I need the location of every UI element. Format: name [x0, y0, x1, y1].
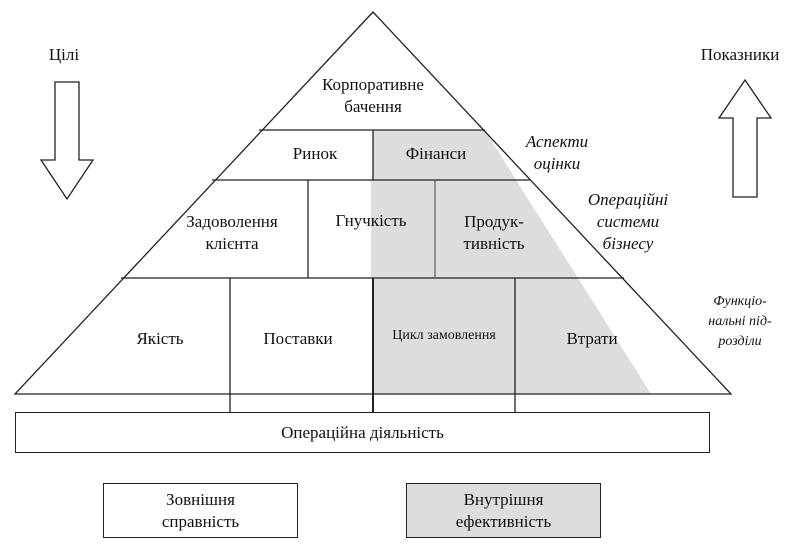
text-line: Аспекти [525, 132, 589, 151]
order-cycle-cell: Цикл замовлення [392, 328, 496, 343]
text-line: тивність [463, 234, 525, 253]
corporate-vision: Корпоративне бачення [322, 74, 424, 118]
text-line: ефективність [455, 511, 552, 531]
units-label: Функціо-нальні під-розділи [708, 292, 771, 352]
text-line: Внутрішня [463, 489, 544, 509]
text-line: справність [161, 511, 240, 531]
aspects-label: Аспекти оцінки [526, 131, 588, 175]
text-line: розділи [718, 334, 762, 349]
customer-satisfaction-cell: Задоволення клієнта [186, 211, 277, 255]
text-line: Задоволення [186, 212, 278, 231]
text-line: клієнта [205, 234, 259, 253]
text-line: Операційні [587, 190, 669, 209]
goals-label: Цілі [48, 45, 80, 64]
systems-label: Операційні системи бізнесу [588, 189, 668, 255]
productivity-cell: Продук-тивність [463, 211, 524, 255]
text-line: бачення [344, 97, 402, 116]
text-line: Продук- [464, 212, 524, 231]
text-line: Функціо- [713, 294, 767, 309]
market-cell: Ринок [292, 144, 338, 163]
shaded-row3 [373, 278, 651, 394]
text-line: нальні під- [708, 314, 772, 329]
indicators-label: Показники [700, 45, 780, 64]
arrow-down-icon [39, 81, 95, 201]
delivery-cell: Поставки [263, 329, 333, 348]
finance-cell: Фінанси [405, 144, 467, 163]
text-line: Корпоративне [322, 75, 424, 94]
shaded-row2 [371, 180, 578, 278]
quality-cell: Якість [136, 329, 184, 348]
arrow-up-icon [717, 78, 773, 198]
flexibility-cell: Гнучкість [335, 211, 407, 230]
shaded-finance [373, 130, 516, 180]
operations-bar: Операційна діяльність [15, 412, 710, 453]
text-line: бізнесу [602, 234, 654, 253]
text-line: Зовнішня [166, 489, 235, 509]
losses-cell: Втрати [566, 329, 618, 348]
text-line: системи [596, 212, 660, 231]
text-line: оцінки [533, 154, 581, 173]
